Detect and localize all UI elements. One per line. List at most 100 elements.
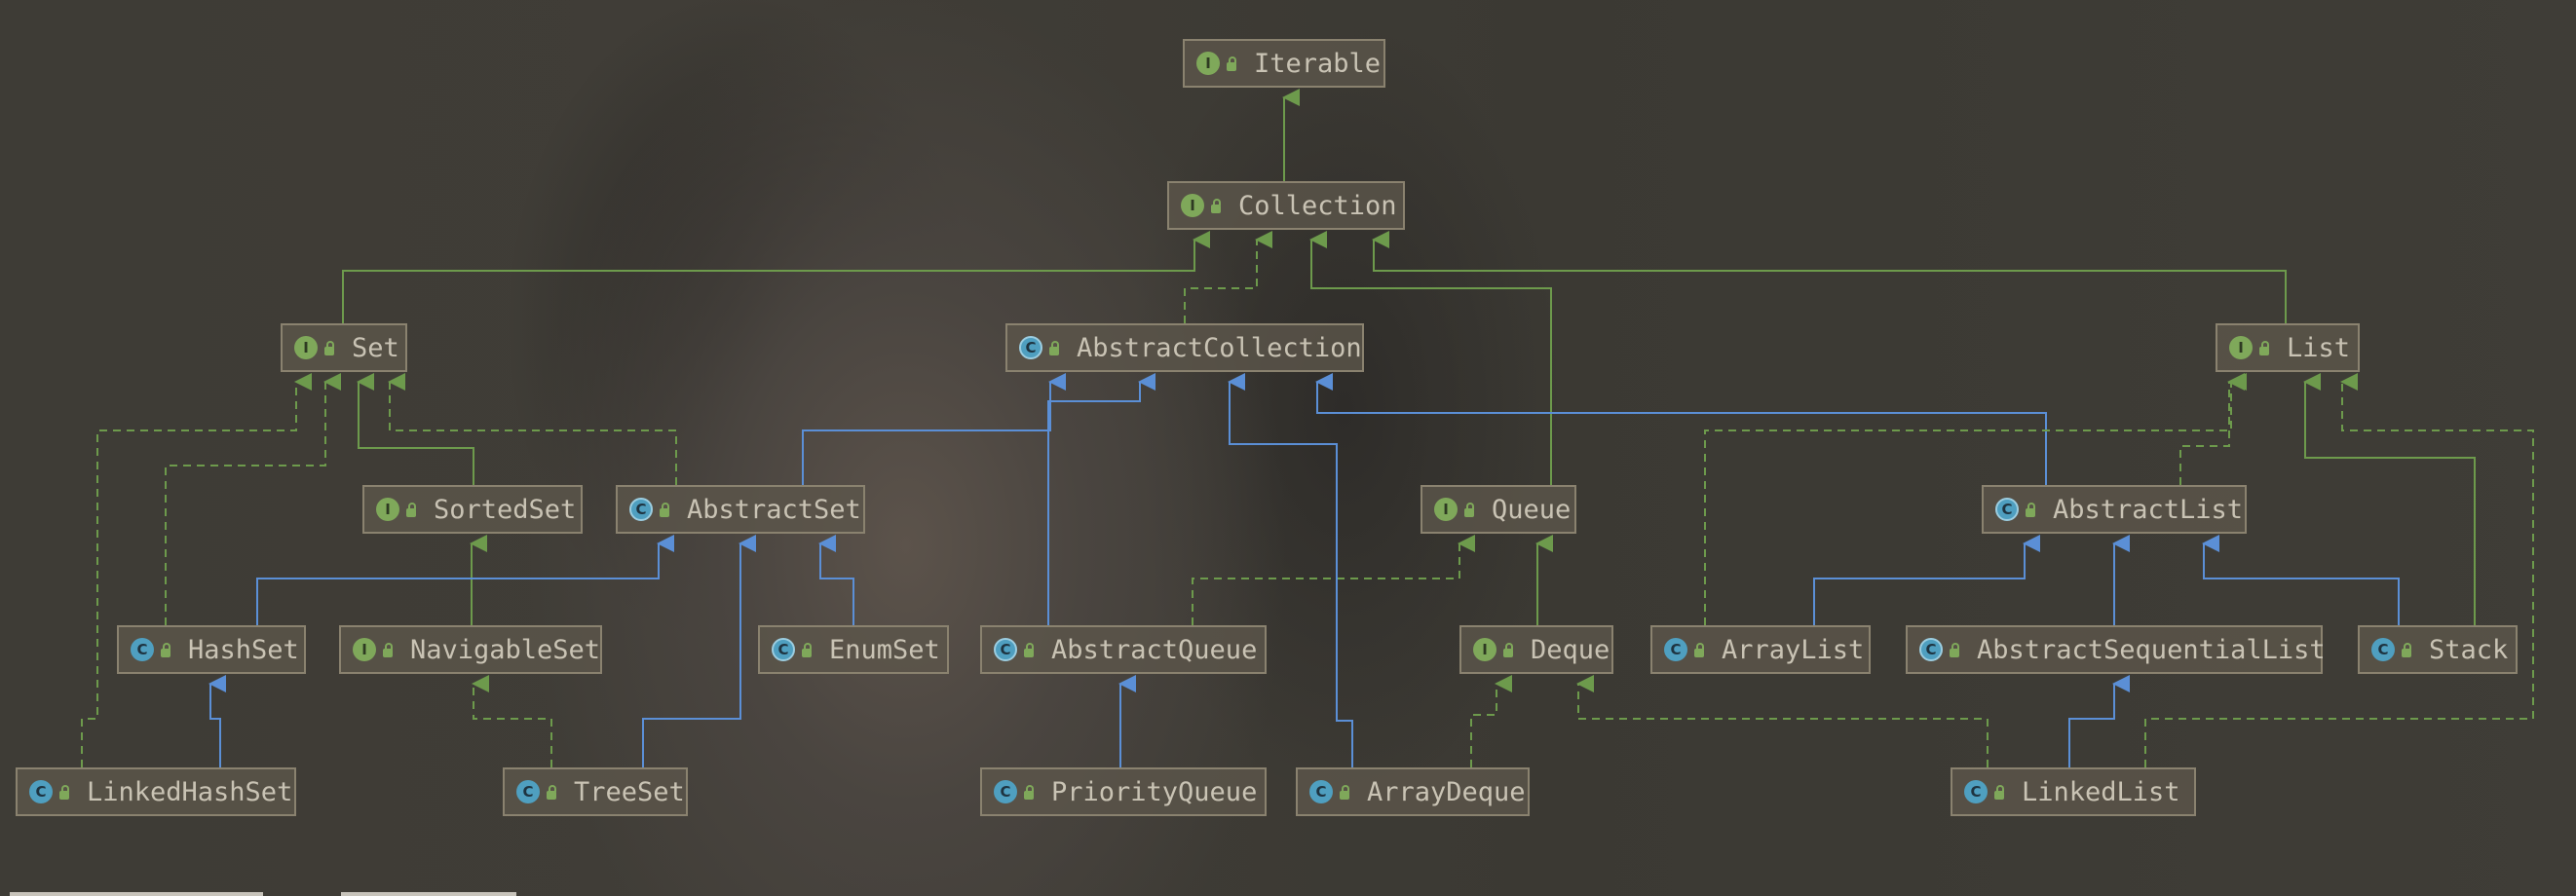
interface-icon: I — [1473, 638, 1496, 661]
node-label: Iterable — [1254, 48, 1382, 79]
node-label: LinkedList — [2022, 776, 2180, 807]
class-icon: C — [131, 638, 154, 661]
node-label: AbstractCollection — [1077, 332, 1362, 363]
node-linkedlist[interactable]: C LinkedList — [1951, 767, 2196, 816]
edge-treeset-abstractset — [642, 535, 756, 767]
node-arraydeque[interactable]: C ArrayDeque — [1296, 767, 1530, 816]
node-label: List — [2287, 332, 2351, 363]
public-access-icon — [1024, 784, 1034, 800]
edge-sortedset-set — [357, 373, 474, 485]
edge-arraydeque-abstractcollection — [1228, 373, 1353, 767]
node-label: Set — [352, 332, 399, 363]
interface-icon: I — [2229, 336, 2253, 359]
edge-hashset-abstractset — [256, 535, 674, 625]
edge-arraylist-abstractlist — [1813, 535, 2040, 625]
edge-arraydeque-deque — [1470, 675, 1512, 767]
public-access-icon — [1049, 340, 1059, 355]
node-label: ArrayDeque — [1367, 776, 1526, 807]
public-access-icon — [406, 502, 416, 517]
edge-queue-collection — [1309, 231, 1552, 485]
interface-icon: I — [1196, 52, 1220, 75]
edge-linkedlist-deque — [1576, 675, 1989, 767]
edge-set-collection — [342, 231, 1210, 323]
node-label: Queue — [1492, 494, 1572, 525]
edge-linkedlist-abstractsequentiallist — [2068, 675, 2130, 767]
node-label: Collection — [1238, 190, 1397, 221]
node-label: Stack — [2429, 634, 2509, 665]
class-icon: C — [516, 780, 540, 803]
edge-abstractlist-list — [2179, 373, 2245, 485]
node-list[interactable]: I List — [2216, 323, 2360, 372]
edge-stack-abstractlist — [2202, 535, 2400, 625]
edge-abstractqueue-abstractcollection — [1047, 373, 1155, 625]
node-label: Deque — [1531, 634, 1610, 665]
node-label: SortedSet — [434, 494, 577, 525]
public-access-icon — [1994, 784, 2004, 800]
class-icon: C — [994, 780, 1017, 803]
node-label: NavigableSet — [410, 634, 601, 665]
class-icon: C — [1309, 780, 1333, 803]
public-access-icon — [2402, 642, 2411, 657]
public-access-icon — [1227, 56, 1236, 71]
node-label: TreeSet — [574, 776, 685, 807]
node-hashset[interactable]: C HashSet — [117, 625, 306, 674]
class-icon: C — [1964, 780, 1988, 803]
public-access-icon — [547, 784, 556, 800]
scrollbar-segment[interactable] — [341, 892, 516, 896]
node-abstractlist[interactable]: C AbstractList — [1982, 485, 2247, 534]
edge-enumset-abstractset — [818, 535, 854, 625]
interface-icon: I — [294, 336, 318, 359]
node-treeset[interactable]: C TreeSet — [503, 767, 688, 816]
public-access-icon — [161, 642, 170, 657]
public-access-icon — [383, 642, 393, 657]
edge-abstractset-set — [388, 373, 677, 485]
public-access-icon — [2026, 502, 2035, 517]
scrollbar-segment[interactable] — [10, 892, 263, 896]
edge-abstractqueue-queue — [1192, 535, 1475, 625]
edge-linkedhashset-hashset — [208, 675, 226, 767]
abstract-class-icon: C — [994, 638, 1017, 661]
abstract-class-icon: C — [629, 498, 653, 521]
node-deque[interactable]: I Deque — [1459, 625, 1613, 674]
public-access-icon — [802, 642, 812, 657]
public-access-icon — [1950, 642, 1959, 657]
node-set[interactable]: I Set — [281, 323, 407, 372]
node-sortedset[interactable]: I SortedSet — [362, 485, 583, 534]
interface-icon: I — [376, 498, 399, 521]
edge-abstractlist-abstractcollection — [1315, 373, 2047, 485]
public-access-icon — [660, 502, 669, 517]
abstract-class-icon: C — [1919, 638, 1943, 661]
node-label: AbstractSequentialList — [1977, 634, 2326, 665]
node-label: AbstractList — [2053, 494, 2244, 525]
abstract-class-icon: C — [1995, 498, 2019, 521]
public-access-icon — [1024, 642, 1034, 657]
public-access-icon — [1503, 642, 1513, 657]
node-iterable[interactable]: I Iterable — [1183, 39, 1385, 88]
class-icon: C — [2371, 638, 2395, 661]
node-label: HashSet — [188, 634, 299, 665]
edge-arraylist-list — [1704, 373, 2247, 625]
node-stack[interactable]: C Stack — [2358, 625, 2518, 674]
public-access-icon — [1694, 642, 1704, 657]
edge-treeset-navigableset — [472, 675, 552, 767]
node-abstractset[interactable]: C AbstractSet — [616, 485, 865, 534]
edge-linkedhashset-set — [81, 373, 312, 767]
node-abstractsequentiallist[interactable]: C AbstractSequentialList — [1906, 625, 2326, 674]
abstract-class-icon: C — [772, 638, 795, 661]
node-abstractqueue[interactable]: C AbstractQueue — [980, 625, 1267, 674]
node-label: AbstractSet — [687, 494, 861, 525]
edge-list-collection — [1372, 231, 2287, 323]
edge-linkedlist-list — [2144, 373, 2534, 767]
node-label: AbstractQueue — [1051, 634, 1258, 665]
public-access-icon — [324, 340, 334, 355]
edge-abstractset-abstractcollection — [802, 373, 1066, 485]
